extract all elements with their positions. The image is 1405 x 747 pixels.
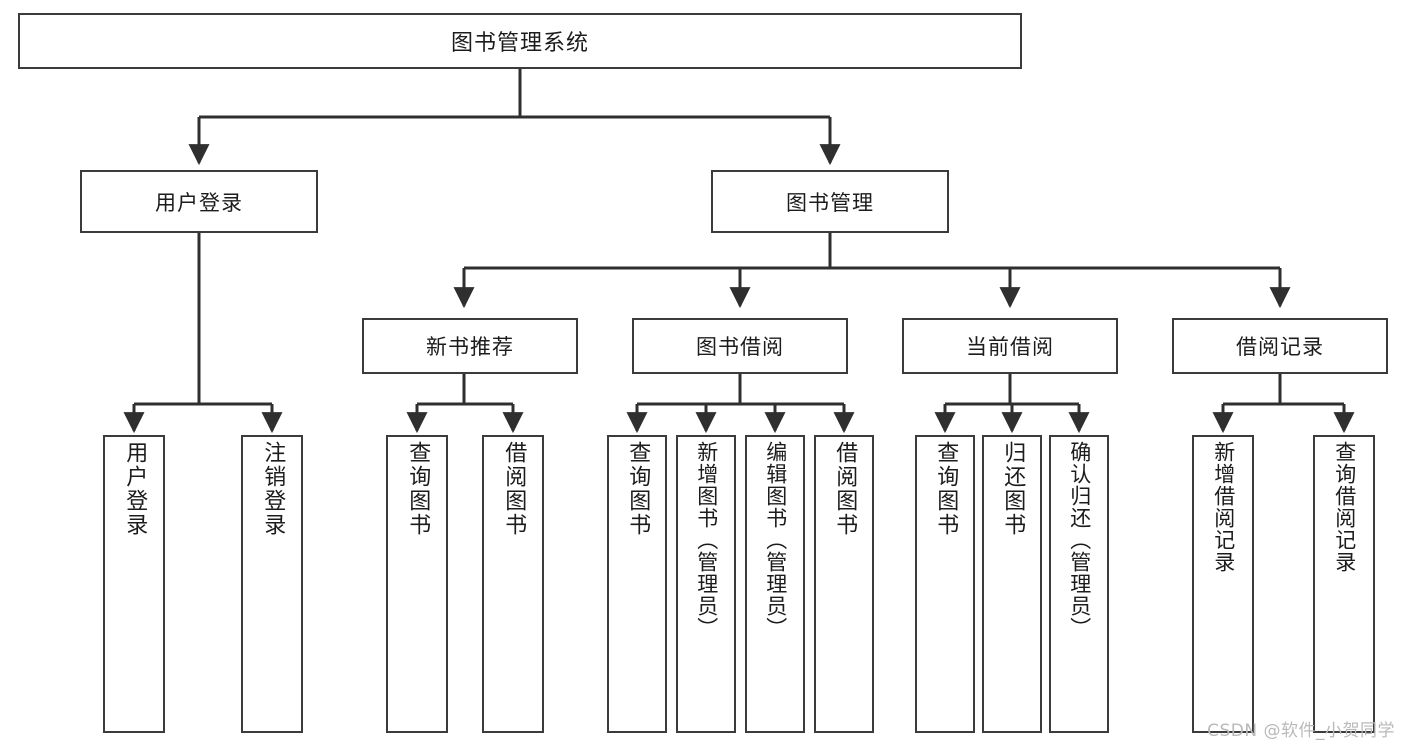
node-current-borrow-label: 当前借阅 xyxy=(966,335,1054,359)
leaf-label: 用户登录 xyxy=(122,441,148,537)
node-book-borrow[interactable]: 图书借阅 xyxy=(632,318,848,374)
leaf-label: 借阅图书 xyxy=(501,441,527,537)
leaf-borrow-edit-book-admin[interactable]: 编辑图书（管理员） xyxy=(745,435,805,733)
leaf-new-book-query[interactable]: 查询图书 xyxy=(386,435,448,733)
leaf-label: 编辑图书（管理员） xyxy=(763,441,788,639)
leaf-label: 确认归还（管理员） xyxy=(1067,441,1092,639)
node-root-label: 图书管理系统 xyxy=(450,31,589,56)
leaf-label: 借阅图书 xyxy=(832,441,858,537)
node-borrow-record[interactable]: 借阅记录 xyxy=(1172,318,1388,374)
leaf-record-query-record[interactable]: 查询借阅记录 xyxy=(1313,435,1375,733)
leaf-user-login-logout[interactable]: 注销登录 xyxy=(241,435,303,733)
leaf-borrow-add-book-admin[interactable]: 新增图书（管理员） xyxy=(676,435,736,733)
node-user-login-label: 用户登录 xyxy=(155,190,243,215)
node-book-borrow-label: 图书借阅 xyxy=(696,335,784,359)
node-current-borrow[interactable]: 当前借阅 xyxy=(902,318,1118,374)
csdn-watermark: CSDN @软件_小贺同学 xyxy=(1207,721,1395,741)
leaf-label: 归还图书 xyxy=(1000,441,1026,537)
node-root[interactable]: 图书管理系统 xyxy=(18,13,1022,69)
leaf-current-confirm-return-admin[interactable]: 确认归还（管理员） xyxy=(1049,435,1109,733)
node-book-management[interactable]: 图书管理 xyxy=(711,170,949,233)
node-borrow-record-label: 借阅记录 xyxy=(1236,335,1324,359)
leaf-new-book-borrow[interactable]: 借阅图书 xyxy=(482,435,544,733)
leaf-label: 查询图书 xyxy=(933,441,959,537)
leaf-borrow-query-book[interactable]: 查询图书 xyxy=(607,435,667,733)
leaf-record-add-record[interactable]: 新增借阅记录 xyxy=(1192,435,1254,733)
leaf-label: 查询借阅记录 xyxy=(1332,441,1357,573)
node-new-book-recommend[interactable]: 新书推荐 xyxy=(362,318,578,374)
leaf-current-return-book[interactable]: 归还图书 xyxy=(982,435,1042,733)
leaf-label: 新增图书（管理员） xyxy=(694,441,719,639)
node-user-login[interactable]: 用户登录 xyxy=(80,170,318,233)
leaf-user-login-login[interactable]: 用户登录 xyxy=(103,435,165,733)
leaf-label: 查询图书 xyxy=(625,441,651,537)
leaf-borrow-borrow-book[interactable]: 借阅图书 xyxy=(814,435,874,733)
leaf-label: 查询图书 xyxy=(405,441,431,537)
node-new-book-recommend-label: 新书推荐 xyxy=(426,335,514,359)
leaf-label: 注销登录 xyxy=(260,441,286,537)
leaf-label: 新增借阅记录 xyxy=(1211,441,1236,573)
leaf-current-query-book[interactable]: 查询图书 xyxy=(915,435,975,733)
node-book-management-label: 图书管理 xyxy=(786,190,874,215)
